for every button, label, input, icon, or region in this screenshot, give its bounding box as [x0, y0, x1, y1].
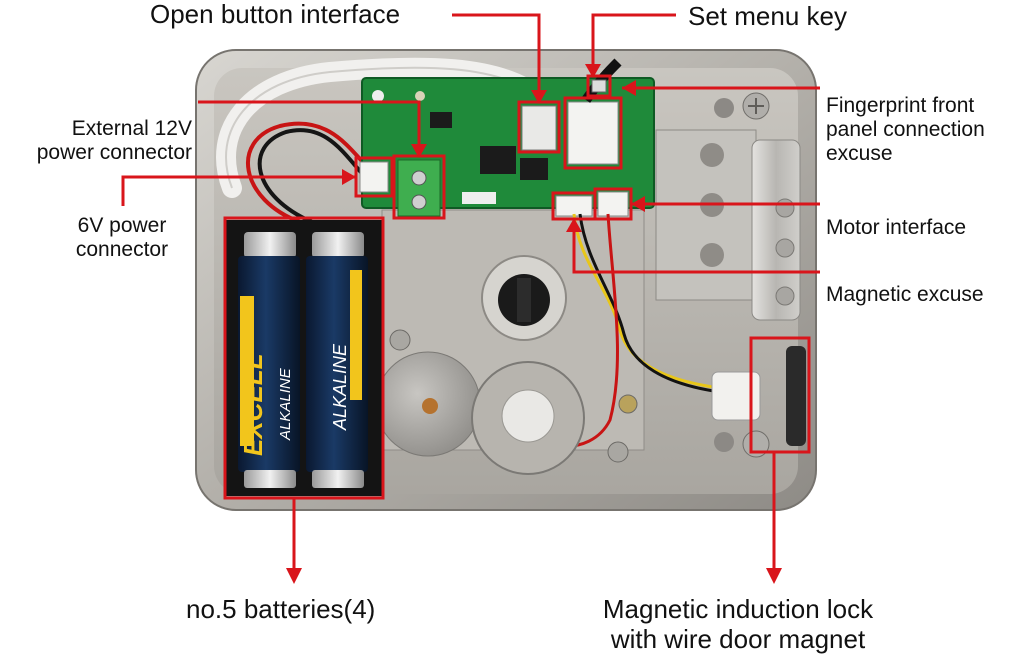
screw-hole — [714, 98, 734, 118]
battery-brand-text: EXCELL — [238, 353, 268, 456]
pcb-chip — [520, 158, 548, 180]
gear-hub — [501, 389, 555, 443]
magnet-wire-black — [578, 213, 721, 394]
label-magnetic-excuse: Magnetic excuse — [826, 283, 984, 306]
pcb-chip — [480, 146, 516, 174]
battery-wire-red — [245, 121, 374, 224]
connector-6v — [359, 161, 389, 193]
arrowhead-open-button — [531, 90, 547, 104]
set-menu-button — [591, 79, 607, 93]
label-fingerprint-line3: excuse — [826, 142, 893, 166]
arrowhead-motor — [631, 196, 645, 212]
callout-lines — [121, 13, 820, 572]
battery-cap — [244, 470, 296, 488]
open-button-connector — [521, 105, 557, 151]
bracket-hole — [700, 143, 724, 167]
callout-magnetic — [572, 219, 820, 274]
latch-pin — [775, 238, 795, 258]
label-set-menu-key: Set menu key — [688, 1, 847, 31]
battery-stripe — [350, 270, 362, 400]
label-magnetic-induction-lock: Magnetic induction lock with wire door m… — [558, 594, 918, 655]
highlight-mag-lock — [749, 336, 811, 454]
pcb-header — [462, 192, 496, 204]
magnet-connector — [711, 371, 761, 421]
arrowhead-6v — [342, 169, 356, 185]
callout-open-button — [452, 13, 541, 102]
magnetic-connector — [555, 195, 593, 217]
battery-stripe — [240, 296, 254, 446]
battery-cap — [312, 470, 364, 488]
motor-connector — [597, 191, 629, 217]
spindle-slot — [517, 278, 531, 322]
label-external-12v-line1: External 12V — [71, 117, 192, 140]
label-6v-power: 6V power connector — [52, 214, 192, 262]
highlight-batteries — [223, 216, 385, 500]
latch-bolt — [751, 139, 801, 321]
label-batteries: no.5 batteries(4) — [186, 594, 376, 624]
screw-hole — [714, 432, 734, 452]
terminal-screw — [411, 194, 427, 210]
battery-cap — [312, 232, 364, 258]
arrowhead-set-menu — [585, 64, 601, 78]
label-motor-interface: Motor interface — [826, 216, 967, 239]
pcb-chip — [430, 112, 452, 128]
battery-wire-black — [257, 128, 368, 224]
label-mag-lock-line2: with wire door magnet — [610, 623, 866, 654]
label-external-12v-line2: power connector — [36, 141, 192, 165]
battery-type-text: ALKALINE — [277, 367, 294, 441]
fingerprint-connector — [567, 101, 619, 165]
callout-set-menu — [591, 13, 676, 76]
screw-slot — [748, 98, 764, 114]
label-fingerprint-line1: Fingerprint front — [826, 94, 975, 117]
bracket-hole — [700, 243, 724, 267]
plate-screw — [607, 441, 629, 463]
label-fingerprint-panel: Fingerprint front panel connection excus… — [826, 94, 985, 166]
label-6v-line2: connector — [75, 238, 169, 262]
battery-type-text: ALKALINE — [330, 343, 350, 431]
label-open-button-interface: Open button interface — [150, 0, 401, 29]
latch-pin — [775, 286, 795, 306]
battery-right: ALKALINE — [306, 232, 368, 488]
arrowhead-fingerprint — [622, 80, 636, 96]
magnetic-sensor — [786, 346, 806, 446]
label-6v-line1: 6V power — [77, 214, 167, 237]
battery-left: EXCELL ALKALINE — [238, 232, 300, 488]
label-fingerprint-line2: panel connection — [826, 118, 985, 142]
plate-screw — [618, 394, 638, 414]
highlight-fingerprint — [563, 96, 623, 170]
callout-12v — [198, 100, 421, 156]
highlight-set-menu — [586, 74, 612, 98]
arrowhead-mag-lock — [766, 568, 782, 584]
motor-shaft — [422, 398, 438, 414]
pcb-component — [415, 91, 425, 101]
battery-cap — [244, 232, 296, 258]
callout-6v — [121, 175, 356, 206]
white-cable-shadow — [225, 66, 541, 189]
callout-arrowheads — [286, 64, 782, 584]
motor-wire-red — [559, 213, 619, 448]
terminal-screw — [411, 170, 427, 186]
arrowhead-magnetic — [566, 218, 582, 232]
pcb-component — [372, 90, 384, 102]
arrowhead-batteries — [286, 568, 302, 584]
arrowhead-12v — [411, 144, 427, 158]
plate-screw — [389, 329, 411, 351]
label-mag-lock-line1: Magnetic induction lock — [602, 594, 874, 624]
magnet-wire-yellow — [572, 213, 721, 390]
latch-pin — [775, 198, 795, 218]
label-external-12v: External 12V power connector — [0, 117, 192, 165]
